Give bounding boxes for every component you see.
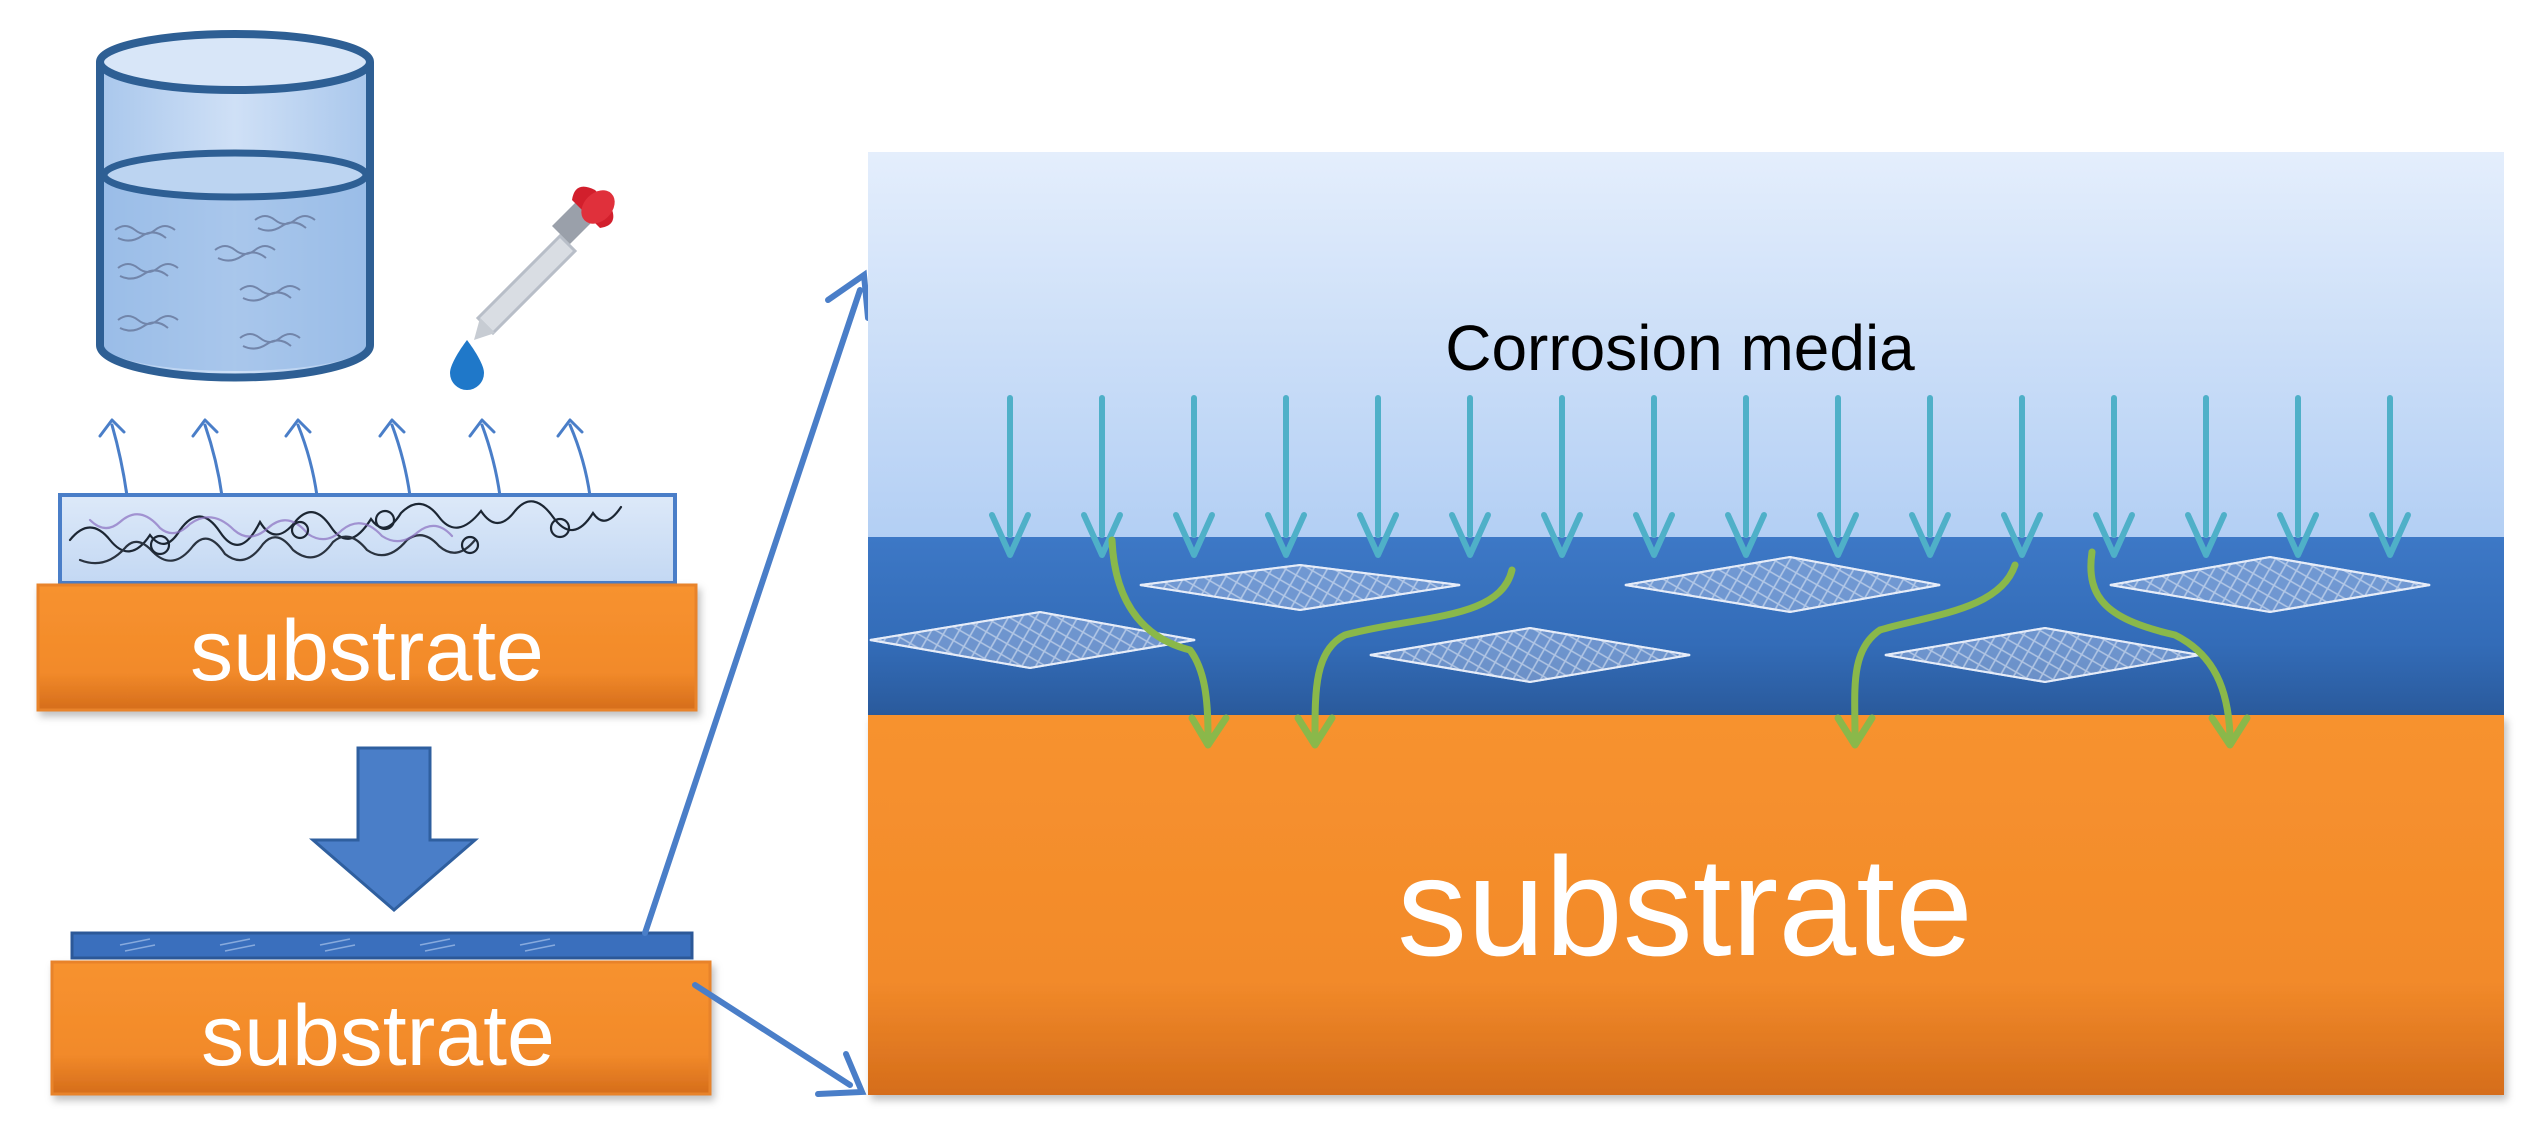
diffusion-path: [1294, 566, 1516, 749]
diffusion-path: [1834, 561, 2019, 749]
media-arrow-icon: [1909, 395, 1951, 558]
evaporation-arrow-icon: [191, 418, 224, 498]
graphene-sheet-icon: [869, 610, 1196, 670]
evaporation-arrow-icon: [378, 418, 412, 498]
media-arrow-icon: [2185, 395, 2227, 558]
enlarged-cross-section: [868, 152, 2504, 1095]
media-arrow-icon: [1081, 395, 1123, 558]
media-arrow-icon: [1173, 395, 1215, 558]
water-drop-icon: [450, 340, 484, 390]
substrate-large-label: substrate: [1397, 828, 1973, 985]
diffusion-path: [2087, 548, 2251, 749]
dispersed-flakes: [114, 215, 316, 350]
media-arrow-icon: [1449, 395, 1491, 558]
dropper-icon: [474, 186, 615, 340]
substrate-top: [36, 583, 698, 712]
wet-film: [58, 493, 677, 585]
media-arrow-icon: [1633, 395, 1675, 558]
media-arrow-icon: [2369, 395, 2411, 558]
down-arrow-icon: [308, 746, 480, 912]
evaporation-arrow-icon: [468, 418, 502, 498]
media-arrow-icon: [2277, 395, 2319, 558]
evaporation-arrow-icon: [98, 418, 129, 498]
media-arrow-icon: [2001, 395, 2043, 558]
evaporation-arrows: [98, 418, 592, 498]
media-arrow-icon: [1725, 395, 1767, 558]
substrate-top-label: substrate: [190, 603, 544, 699]
evaporation-arrow-icon: [556, 418, 592, 498]
media-arrow-icon: [2093, 395, 2135, 558]
media-arrow-icon: [989, 395, 1031, 558]
evaporation-arrow-icon: [284, 418, 319, 498]
graphene-sheet-icon: [1139, 563, 1461, 612]
media-arrow-icon: [1265, 395, 1307, 558]
substrate-large: [868, 715, 2504, 1095]
media-arrow-icon: [1357, 395, 1399, 558]
zoom-connectors: [642, 269, 871, 1097]
corrosion-media-label: Corrosion media: [1445, 312, 1915, 384]
substrate-bottom: [50, 960, 712, 1096]
graphene-sheets: [869, 555, 2431, 684]
media-arrow-icon: [1541, 395, 1583, 558]
media-arrow-icon: [1817, 395, 1859, 558]
dried-coating-film: [70, 931, 694, 960]
corrosion-media-region: [868, 152, 2504, 537]
diffusion-paths: [1108, 536, 2251, 749]
substrate-bottom-label: substrate: [201, 988, 555, 1084]
beaker-icon: [96, 30, 374, 382]
graphene-sheet-icon: [2109, 555, 2431, 614]
graphene-sheet-icon: [1369, 626, 1691, 684]
media-arrows: [989, 395, 2411, 558]
graphene-sheet-icon: [1624, 555, 1941, 614]
diffusion-path: [1108, 536, 1230, 749]
